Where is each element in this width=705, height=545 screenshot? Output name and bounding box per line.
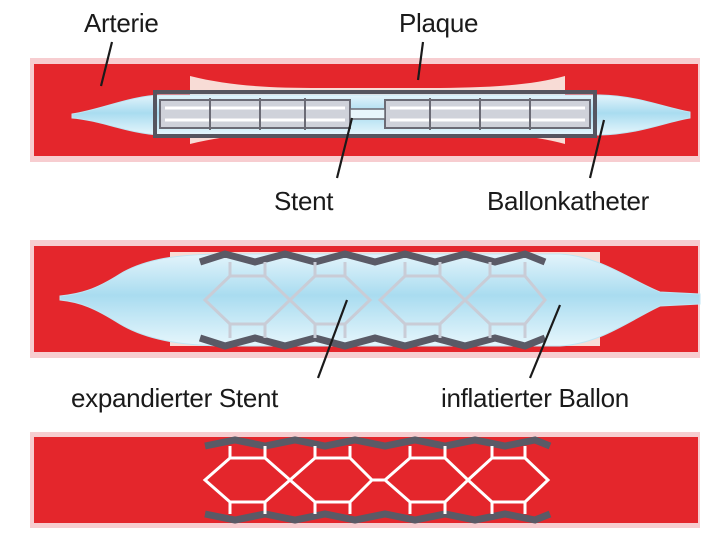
label-ballonkatheter: Ballonkatheter <box>487 186 649 217</box>
panel-stent-implanted <box>30 432 700 528</box>
label-stent: Stent <box>274 186 333 217</box>
panel-catheter-insertion <box>30 58 700 162</box>
label-arterie: Arterie <box>84 8 158 39</box>
panel-balloon-inflation <box>30 240 700 358</box>
label-plaque: Plaque <box>399 8 478 39</box>
label-expandierter-stent: expandierter Stent <box>71 383 278 414</box>
label-inflatierter-ballon: inflatierter Ballon <box>441 383 629 414</box>
